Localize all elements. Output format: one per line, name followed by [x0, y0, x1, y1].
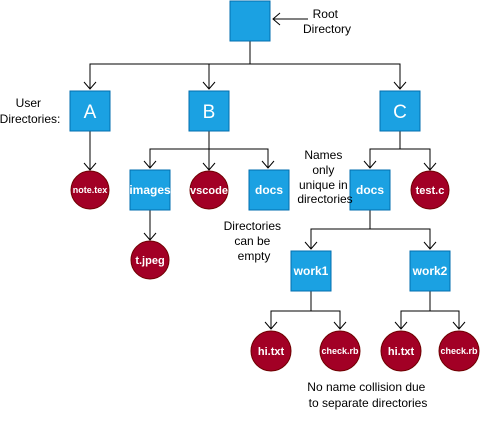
- node-t-jpeg: t.jpeg: [130, 240, 170, 280]
- arrowhead-work2: [423, 241, 437, 250]
- edge-c-to-docs: [369, 131, 401, 168]
- annotation-directories-empty-line-2: can be: [234, 234, 270, 248]
- annotations: Root Directory User Directories: Names o…: [0, 7, 428, 410]
- edge-work2-to-check-rb: [430, 310, 460, 329]
- arrowhead-b: [202, 81, 216, 90]
- node-vscode: vscode: [189, 170, 229, 210]
- node-hi-txt-2-label: hi.txt: [388, 346, 415, 358]
- arrowhead-check-rb-2: [452, 321, 466, 330]
- node-check-rb-2: check.rb: [438, 330, 480, 372]
- node-hi-txt-1: hi.txt: [250, 330, 292, 372]
- annotation-user-directories-line-1: User: [16, 96, 41, 110]
- node-b: B: [188, 90, 230, 132]
- directories: A B C images docs docs work1 work2: [69, 0, 451, 292]
- annotation-directories-empty: Directories can be empty: [224, 219, 285, 263]
- edge-c-to-test-c: [400, 148, 431, 170]
- files: note.tex vscode t.jpeg test.c hi.txt che…: [70, 170, 480, 372]
- node-images: images: [129, 169, 171, 211]
- node-c-label: C: [393, 102, 407, 123]
- annotation-names-unique-line-3: unique in: [299, 178, 348, 192]
- node-note-tex: note.tex: [70, 170, 110, 210]
- node-work2: work2: [409, 250, 451, 292]
- node-b-label: B: [203, 102, 216, 123]
- arrowhead-hi-txt-2: [394, 321, 408, 330]
- arrowhead-docs-b: [261, 160, 275, 169]
- annotation-names-unique-line-1: Names: [304, 148, 342, 162]
- annotation-no-collision-line-2: to separate directories: [309, 396, 428, 410]
- node-work1-label: work1: [293, 264, 329, 278]
- annotation-no-collision-line-1: No name collision due: [307, 380, 425, 394]
- arrowhead-check-rb-1: [333, 321, 347, 330]
- arrowhead-c: [393, 81, 407, 90]
- arrowhead-work1: [304, 241, 318, 250]
- annotation-names-unique-line-4: directories: [297, 192, 352, 206]
- node-note-tex-label: note.tex: [73, 185, 108, 195]
- annotation-names-unique: Names only unique in directories: [297, 148, 352, 206]
- node-hi-txt-1-label: hi.txt: [258, 346, 285, 358]
- annotation-root-directory-line-2: Directory: [303, 22, 351, 36]
- annotation-directories-empty-line-3: empty: [238, 249, 271, 263]
- arrowhead-a: [83, 81, 97, 90]
- annotation-directories-empty-line-1: Directories: [224, 219, 281, 233]
- annotation-user-directories: User Directories:: [0, 96, 60, 126]
- edge-b-to-images: [149, 131, 210, 168]
- node-work2-label: work2: [412, 264, 448, 278]
- arrowhead-root-annotation: [272, 12, 281, 26]
- arrowhead-images: [143, 160, 157, 169]
- node-root: [229, 0, 271, 42]
- arrowhead-vscode: [202, 162, 216, 171]
- annotation-root-directory: Root Directory: [303, 7, 351, 36]
- edge-root-to-a: [89, 41, 251, 89]
- node-check-rb-1: check.rb: [319, 330, 361, 372]
- edges: [83, 12, 466, 330]
- node-a: A: [69, 90, 111, 132]
- node-c: C: [379, 90, 421, 132]
- arrowhead-docs-c: [363, 160, 377, 169]
- edge-b-to-docs: [209, 148, 269, 168]
- arrowhead-hi-txt-1: [264, 321, 278, 330]
- node-t-jpeg-label: t.jpeg: [135, 255, 164, 267]
- arrowhead-note-tex: [83, 162, 97, 171]
- node-vscode-label: vscode: [190, 185, 228, 197]
- edge-work2-to-hi-txt: [400, 291, 431, 329]
- edge-root-to-c: [250, 63, 401, 89]
- annotation-root-directory-line-1: Root: [313, 7, 339, 21]
- node-hi-txt-2: hi.txt: [380, 330, 422, 372]
- edge-work1-to-hi-txt: [270, 291, 312, 329]
- node-a-label: A: [84, 102, 97, 123]
- node-images-label: images: [129, 183, 171, 197]
- node-check-rb-1-label: check.rb: [321, 346, 359, 356]
- edge-docs-to-work2: [370, 228, 431, 249]
- node-check-rb-2-label: check.rb: [440, 346, 478, 356]
- annotation-user-directories-line-2: Directories:: [0, 112, 60, 126]
- arrowhead-t-jpeg: [143, 232, 157, 241]
- node-docs-b-label: docs: [255, 183, 283, 197]
- annotation-names-unique-line-2: only: [312, 163, 334, 177]
- edge-docs-to-work1: [310, 210, 371, 249]
- edge-root-to-b: [208, 63, 250, 89]
- edge-work1-to-check-rb: [311, 310, 341, 329]
- node-docs-c: docs: [349, 169, 391, 211]
- node-work1: work1: [290, 250, 332, 292]
- annotation-no-collision: No name collision due to separate direct…: [307, 380, 428, 410]
- node-docs-c-label: docs: [356, 183, 384, 197]
- node-test-c: test.c: [410, 170, 450, 210]
- arrowhead-test-c: [423, 162, 437, 171]
- node-docs-b: docs: [248, 169, 290, 211]
- node-test-c-label: test.c: [416, 185, 445, 197]
